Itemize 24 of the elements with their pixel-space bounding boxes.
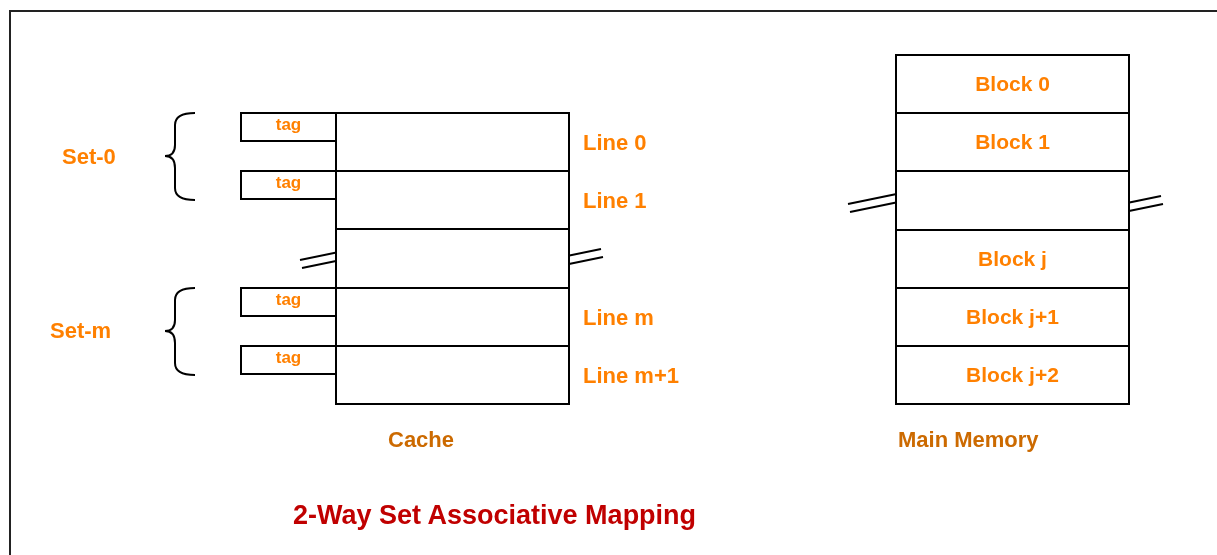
memory-row bbox=[335, 287, 570, 347]
memory-block: Block 0 bbox=[895, 54, 1130, 114]
line-label: Line 0 bbox=[583, 130, 647, 156]
set-label: Set-m bbox=[50, 318, 112, 344]
line-label: Line m bbox=[583, 305, 654, 331]
memory-row bbox=[895, 170, 1130, 231]
tag-box: tag bbox=[240, 287, 337, 317]
memory-row bbox=[335, 170, 570, 230]
memory-caption: Main Memory bbox=[898, 427, 1039, 453]
memory-block: Block 1 bbox=[895, 112, 1130, 172]
set-label: Set-0 bbox=[62, 144, 116, 170]
tag-box: tag bbox=[240, 170, 337, 200]
memory-row bbox=[335, 345, 570, 405]
memory-row bbox=[335, 112, 570, 172]
memory-block: Block j+2 bbox=[895, 345, 1130, 405]
memory-row bbox=[335, 228, 570, 289]
line-label: Line 1 bbox=[583, 188, 647, 214]
memory-block: Block j bbox=[895, 229, 1130, 289]
diagram-title: 2-Way Set Associative Mapping bbox=[293, 500, 697, 531]
memory-block: Block j+1 bbox=[895, 287, 1130, 347]
tag-box: tag bbox=[240, 345, 337, 375]
line-label: Line m+1 bbox=[583, 363, 679, 389]
tag-box: tag bbox=[240, 112, 337, 142]
memory-caption: Cache bbox=[388, 427, 455, 453]
